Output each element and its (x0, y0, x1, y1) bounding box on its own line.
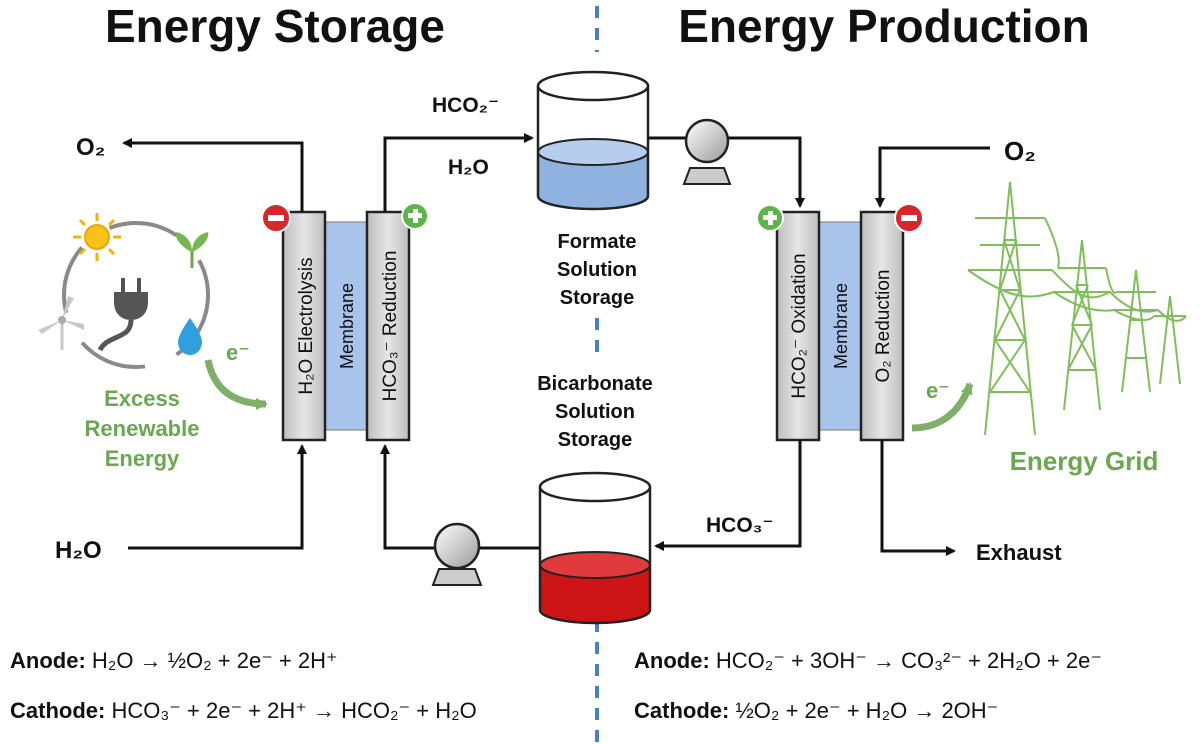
formate-to-tank-line (383, 133, 534, 212)
storage-cathode-equation: Cathode: HCO₃⁻ + 2e⁻ + 2H⁺ → HCO₂⁻ + H₂O (10, 700, 477, 722)
storage-left-electrode-label: H₂O Electrolysis (296, 257, 317, 394)
sprout-icon (175, 232, 209, 268)
production-cell: HCO₂⁻ Oxidation Membrane O₂ Reduction (756, 203, 924, 442)
formate-tank-label-3: Storage (560, 287, 634, 309)
formate-flow-label: HCO₂⁻ (432, 94, 499, 117)
renewable-label-3: Energy (105, 446, 180, 471)
production-cathode-equation: Cathode: ½O₂ + 2e⁻ + H₂O → 2OH⁻ (634, 700, 998, 722)
storage-anode-equation: Anode: H₂O → ½O₂ + 2e⁻ + 2H⁺ (10, 650, 338, 672)
production-membrane (817, 221, 863, 431)
bicarb-return-line (654, 440, 802, 551)
o2-in-label: O₂ (1004, 136, 1036, 166)
formate-pump-icon (682, 118, 732, 185)
grid-electron-arrow (911, 382, 974, 432)
formate-tank (536, 70, 650, 211)
bicarb-return-label: HCO₃⁻ (706, 514, 773, 537)
energy-storage-title: Energy Storage (105, 0, 445, 52)
storage-left-electrode (281, 210, 327, 442)
exhaust-label: Exhaust (976, 540, 1062, 565)
bicarbonate-tank-label-1: Bicarbonate (537, 373, 653, 395)
storage-positive-icon (401, 202, 429, 230)
energy-production-title: Energy Production (678, 0, 1089, 52)
production-membrane-label: Membrane (831, 283, 851, 369)
renewable-energy-icon (38, 213, 268, 410)
storage-right-electrode-label: HCO₃⁻ Reduction (380, 251, 401, 402)
grid-electron-label: e⁻ (926, 378, 950, 403)
storage-right-electrode (365, 210, 411, 442)
production-positive-icon (756, 204, 784, 232)
storage-negative-icon (261, 203, 291, 233)
o2-out-label: O₂ (76, 134, 105, 161)
storage-cell: H₂O Electrolysis Membrane HCO₃⁻ Reductio… (261, 202, 429, 442)
energy-grid-label: Energy Grid (1010, 446, 1159, 476)
production-left-electrode-label: HCO₂⁻ Oxidation (789, 253, 810, 398)
formate-tank-label-1: Formate (558, 231, 637, 253)
h2o-in-line (128, 444, 307, 550)
renewable-label-2: Renewable (85, 416, 200, 441)
plug-icon (97, 278, 148, 352)
bicarbonate-pump-icon (431, 522, 483, 586)
o2-in-line (875, 146, 990, 208)
o2-out-line (122, 138, 304, 212)
storage-cathode-label: Cathode: (10, 698, 106, 723)
production-cathode-label: Cathode: (634, 698, 730, 723)
storage-cathode-text: HCO₃⁻ + 2e⁻ + 2H⁺ → HCO₂⁻ + H₂O (111, 698, 477, 723)
storage-anode-text: H₂O → ½O₂ + 2e⁻ + 2H⁺ (91, 648, 338, 673)
h2o-in-label: H₂O (55, 537, 102, 564)
wind-turbine-icon (38, 296, 84, 350)
storage-anode-label: Anode: (10, 648, 86, 673)
production-anode-label: Anode: (634, 648, 710, 673)
bicarbonate-tank-label-2: Solution (555, 401, 635, 423)
bicarbonate-tank (538, 471, 652, 625)
renewable-label-1: Excess (104, 386, 180, 411)
production-anode-equation: Anode: HCO₂⁻ + 3OH⁻ → CO₃²⁻ + 2H₂O + 2e⁻ (634, 650, 1102, 672)
production-left-electrode (775, 210, 821, 442)
production-right-electrode-label: O₂ Reduction (873, 270, 894, 383)
production-cathode-text: ½O₂ + 2e⁻ + H₂O → 2OH⁻ (735, 698, 999, 723)
bicarb-to-storage-line (380, 444, 540, 550)
h2o-flow-label: H₂O (448, 156, 489, 179)
bicarbonate-tank-label-3: Storage (558, 429, 632, 451)
sun-icon (73, 213, 121, 261)
production-anode-text: HCO₂⁻ + 3OH⁻ → CO₃²⁻ + 2H₂O + 2e⁻ (715, 648, 1102, 673)
production-negative-icon (894, 203, 924, 233)
renewable-electron-arrow (204, 359, 268, 410)
exhaust-line (880, 440, 956, 556)
energy-grid-icon (967, 181, 1187, 436)
storage-membrane (323, 221, 369, 431)
formate-tank-label-2: Solution (557, 259, 637, 281)
storage-membrane-label: Membrane (337, 283, 357, 369)
renewable-electron-label: e⁻ (226, 340, 250, 365)
water-drop-icon (178, 318, 202, 355)
